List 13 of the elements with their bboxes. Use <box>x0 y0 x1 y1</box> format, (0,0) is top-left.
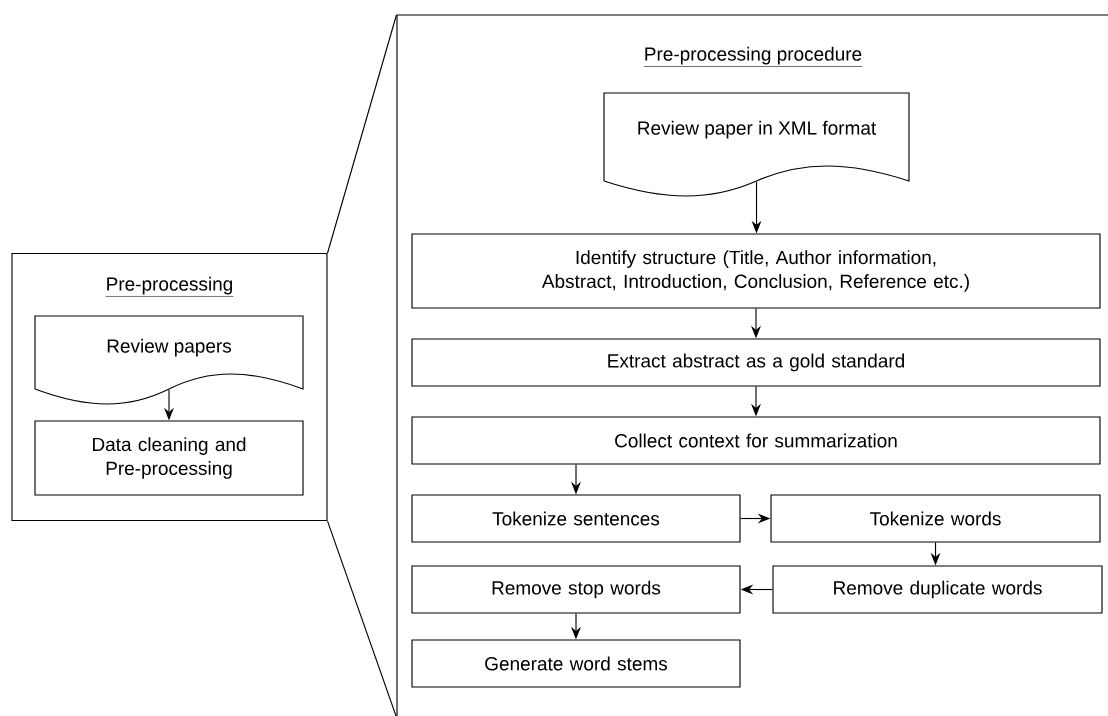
zoom-line <box>327 520 397 716</box>
process-box: Remove stop words <box>411 565 741 614</box>
process-box: Extract abstract as a gold standard <box>411 338 1101 387</box>
process-box: Tokenize words <box>770 494 1101 543</box>
process-box: Tokenize sentences <box>411 494 741 543</box>
process-box: Data cleaning and Pre-processing <box>34 420 304 496</box>
process-box: Remove duplicate words <box>772 565 1103 614</box>
process-box: Generate word stems <box>411 639 741 688</box>
document-shape: Review papers <box>34 315 304 405</box>
document-shape: Review paper in XML format <box>603 92 910 197</box>
zoom-line <box>327 14 397 254</box>
process-box: Collect context for summarization <box>411 416 1101 465</box>
process-box: Identify structure (Title, Author information, Abstract, Introduction, Conclusion, Reference etc.) <box>411 233 1101 309</box>
